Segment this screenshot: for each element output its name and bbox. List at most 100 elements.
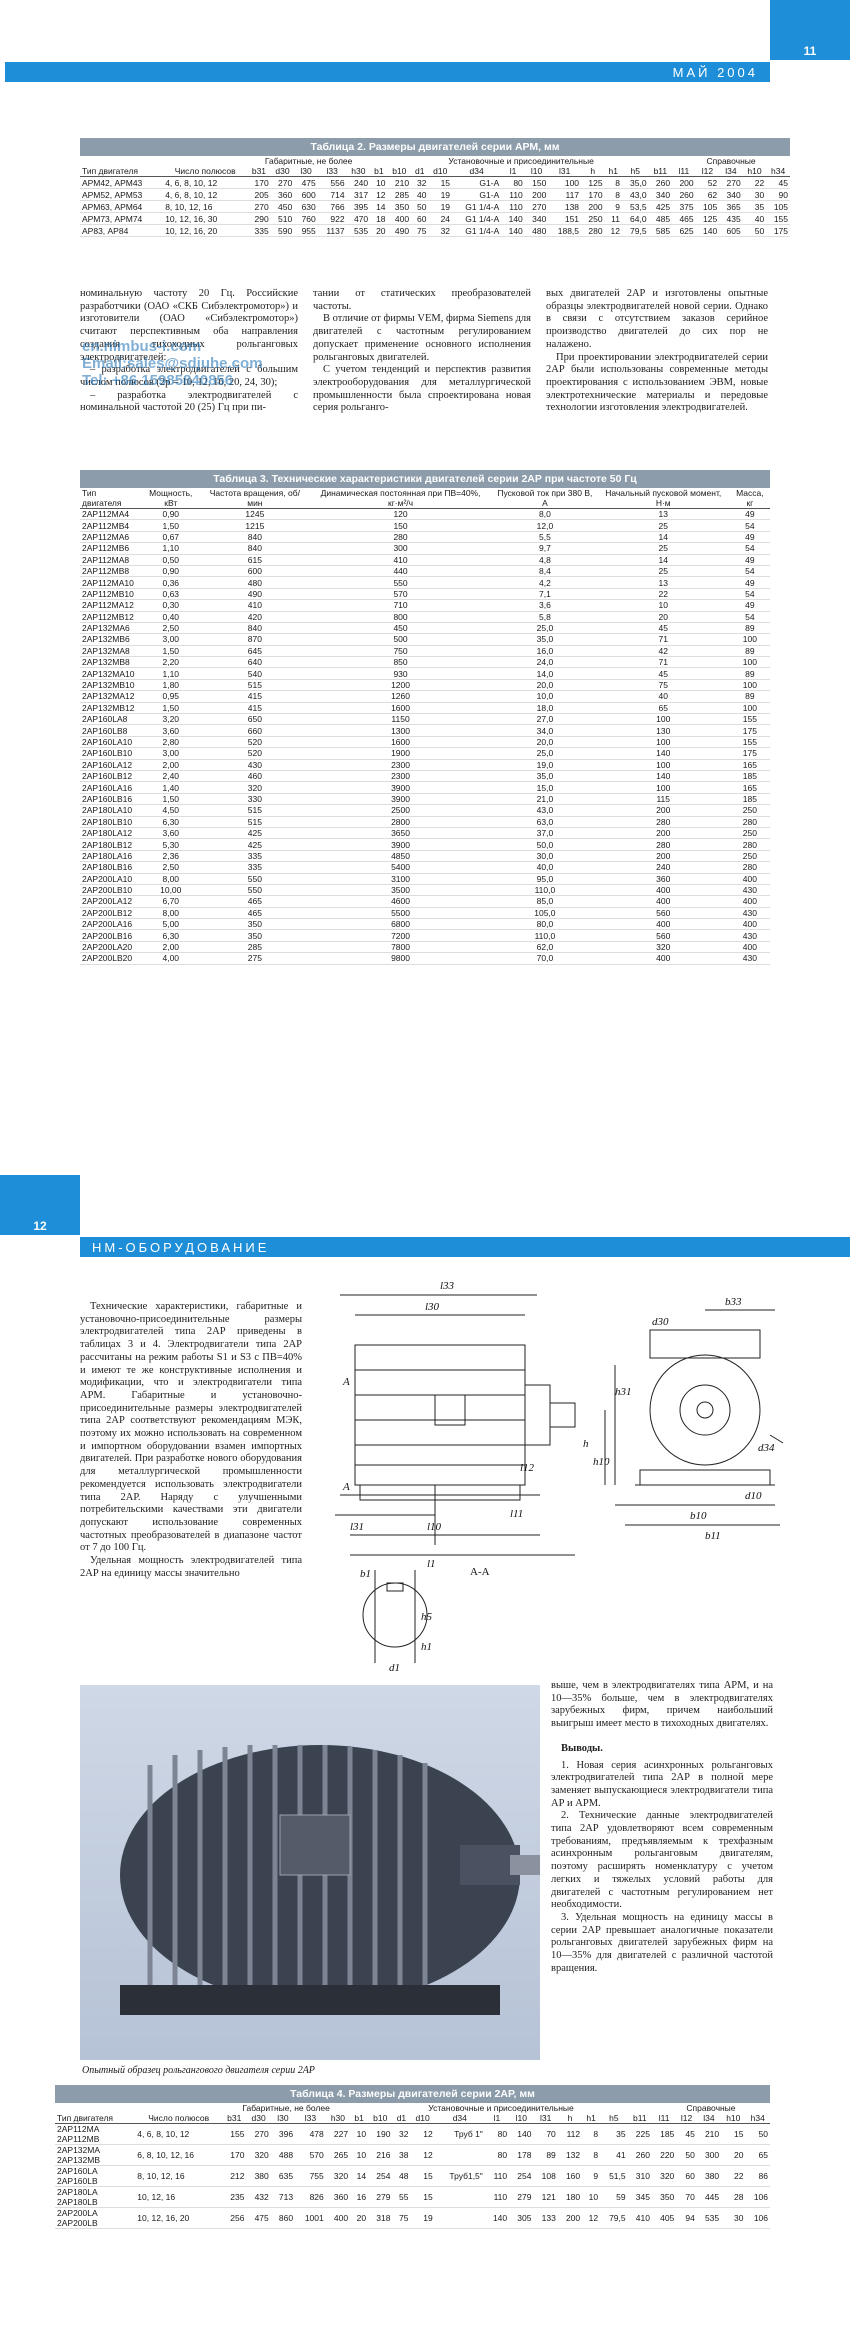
photo-caption: Опытный образец рольгангового двигателя … xyxy=(82,2065,315,2076)
watermark-phone: Tel: +86 15985840856 xyxy=(82,372,234,389)
table-cell: 43,0 xyxy=(621,188,649,201)
table-cell: 4, 6, 8, 10, 12 xyxy=(163,188,248,201)
table-cell: 105,0 xyxy=(493,907,597,920)
col-header-l33: l33 xyxy=(326,166,338,176)
table-cell: G1 1/4-A xyxy=(452,212,502,225)
table-cell: 600 xyxy=(201,565,309,578)
table-cell: 60 xyxy=(411,212,429,225)
table-cell: 5,8 xyxy=(493,611,597,623)
table-cell: 2,36 xyxy=(139,850,202,863)
table-cell: 250 xyxy=(729,804,770,817)
table-cell: 216 xyxy=(368,2144,393,2166)
table-cell: 400 xyxy=(729,895,770,908)
table-cell: 425 xyxy=(201,838,309,851)
table-cell: 125 xyxy=(581,176,605,189)
table-cell: 188,5 xyxy=(548,224,582,237)
table-cell: 2АР132МА6 xyxy=(80,622,140,635)
table-cell: 3,6 xyxy=(493,599,597,612)
col-header-h10: h10 xyxy=(726,2113,741,2123)
table-cell: 440 xyxy=(308,565,494,578)
table-cell: 2АР112МА6 xyxy=(80,531,140,544)
col-header: Мощность, кВт xyxy=(149,488,193,508)
table-cell: 19 xyxy=(410,2207,435,2229)
table-cell: G1-A xyxy=(452,176,502,189)
table-3: Таблица 3. Технические характеристики дв… xyxy=(80,470,770,965)
table-cell: 185 xyxy=(651,2123,677,2145)
table-cell: 15 xyxy=(428,176,453,189)
table-cell: 0,67 xyxy=(139,531,202,544)
col-header-h: h xyxy=(567,2113,573,2123)
page-number: 12 xyxy=(33,1219,47,1233)
col-header-h5: h5 xyxy=(630,166,641,176)
table-cell: 105 xyxy=(695,200,720,213)
table-cell: 20 xyxy=(370,224,388,237)
table-cell: 71 xyxy=(596,656,730,669)
table-cell: 280 xyxy=(581,224,605,237)
table-cell: 24 xyxy=(428,212,453,225)
table-cell: 300 xyxy=(308,542,494,555)
table-cell: 32 xyxy=(392,2123,411,2145)
table-cell: 2АР132МВ12 xyxy=(80,702,140,715)
table-cell: 3,00 xyxy=(139,747,202,760)
col-header-l30: l30 xyxy=(300,166,312,176)
table-cell: 520 xyxy=(201,747,309,760)
table-cell: 430 xyxy=(729,907,770,920)
table-cell: 10,00 xyxy=(139,884,202,897)
table-cell: 225 xyxy=(627,2123,652,2145)
table-cell: 200 xyxy=(672,176,696,189)
table-cell: 520 xyxy=(201,736,309,749)
table-cell: 275 xyxy=(201,952,309,965)
table-cell: 430 xyxy=(729,884,770,897)
table-cell: 410 xyxy=(627,2207,652,2229)
col-poles: Число полюсов xyxy=(148,2113,210,2123)
table-cell: 71 xyxy=(596,633,730,646)
col-header-b11: b11 xyxy=(633,2113,647,2123)
table-cell: 0,95 xyxy=(139,690,202,703)
table-cell: 360 xyxy=(596,873,730,885)
col-header-l30: l30 xyxy=(277,2113,289,2123)
table-cell: 10, 12, 16 xyxy=(135,2186,223,2208)
text-paragraph: выше, чем в электродвигателях типа АРМ, … xyxy=(551,1680,773,1730)
table-cell: 25 xyxy=(596,565,730,578)
table-cell: 240 xyxy=(596,861,730,874)
col-header-b31: b31 xyxy=(227,2113,242,2123)
table-cell: 350 xyxy=(201,918,309,931)
table-cell: 1260 xyxy=(308,690,494,703)
table-cell: 280 xyxy=(308,531,494,544)
table-cell: 140 xyxy=(501,224,525,237)
table-cell: 70 xyxy=(533,2123,558,2145)
table-cell: 470 xyxy=(346,212,371,225)
table-cell: АРМ73, АРМ74 xyxy=(80,212,164,225)
table-cell: АР83, АР84 xyxy=(80,224,164,237)
table-cell: 8, 10, 12, 16 xyxy=(163,200,248,213)
table-cell: 150 xyxy=(524,176,549,189)
table-cell: 62 xyxy=(695,188,720,201)
table-cell: 110 xyxy=(484,2165,510,2187)
page-header-bar: НМ-ОБОРУДОВАНИЕ xyxy=(80,1237,850,1257)
table-cell: 49 xyxy=(729,576,770,589)
table-cell: 63,0 xyxy=(493,816,597,828)
table-cell: 3500 xyxy=(308,884,494,897)
table-cell: 75 xyxy=(411,224,429,237)
table-cell: 750 xyxy=(308,645,494,658)
table-cell: 70 xyxy=(676,2186,697,2208)
table-cell: 45 xyxy=(596,622,730,635)
table-cell: 212 xyxy=(222,2165,247,2187)
col-header: Пусковой ток при 380 В, А xyxy=(497,488,593,508)
page-number-tab: 11 xyxy=(770,0,850,60)
table-cell: 930 xyxy=(308,667,494,680)
table-cell: 320 xyxy=(246,2144,271,2166)
table-cell: 51,5 xyxy=(600,2165,628,2187)
table-cell: 90 xyxy=(766,188,790,201)
table-cell: 2АР180LA 2АР180LB xyxy=(55,2186,136,2208)
table-cell: 6,70 xyxy=(139,895,202,908)
table-cell: 430 xyxy=(729,952,770,965)
dim-d10: d10 xyxy=(745,1490,762,1502)
table-cell: 20 xyxy=(721,2144,746,2166)
